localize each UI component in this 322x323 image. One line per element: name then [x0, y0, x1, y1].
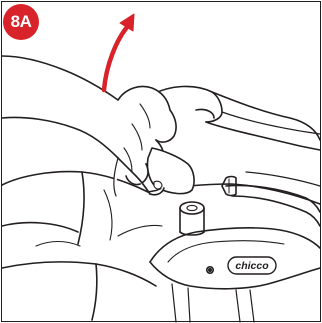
seat-frame: [222, 177, 320, 227]
brand-logo-text: chicco: [235, 260, 269, 272]
step-badge: 8A: [3, 4, 39, 40]
curved-up-arrow-icon: [104, 14, 134, 90]
